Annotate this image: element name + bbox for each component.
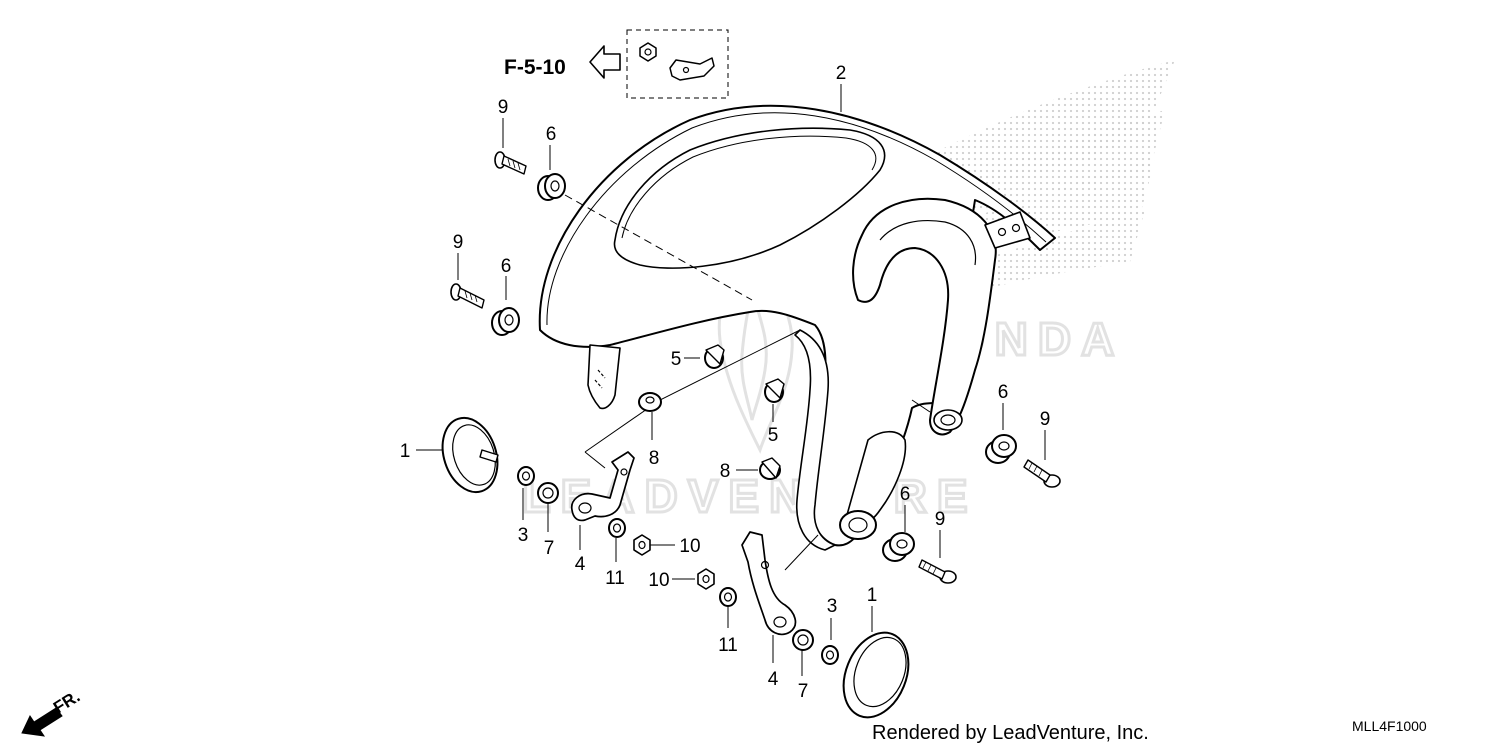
spacer-7-left[interactable] (537, 482, 559, 504)
front-fender[interactable] (538, 104, 1056, 551)
callout-9-right-lower[interactable]: 9 (935, 509, 946, 530)
callout-9-upper-left[interactable]: 9 (498, 97, 509, 118)
callout-8-lower[interactable]: 8 (720, 461, 731, 482)
bolt-9-upper-left[interactable] (494, 151, 527, 175)
callout-11-lower[interactable]: 11 (718, 635, 738, 656)
callout-6-mid-left[interactable]: 6 (501, 256, 512, 277)
callout-4-left[interactable]: 4 (575, 554, 586, 575)
callout-6-right-lower[interactable]: 6 (900, 484, 911, 505)
callout-1-left[interactable]: 1 (400, 441, 411, 462)
reflector-1-left[interactable] (434, 411, 507, 499)
bracket-4-right[interactable] (741, 531, 797, 636)
reference-clip-icon (669, 57, 715, 81)
callout-9-mid-left[interactable]: 9 (453, 232, 464, 253)
bracket-4-left[interactable] (570, 451, 635, 522)
reflector-1-right[interactable] (832, 623, 921, 727)
reference-label[interactable]: F-5-10 (504, 56, 566, 79)
render-credit: Rendered by LeadVenture, Inc. (872, 722, 1149, 744)
nut-10-upper[interactable] (633, 534, 651, 556)
diagram-code: MLL4F1000 (1352, 718, 1427, 734)
callout-3-right[interactable]: 3 (827, 596, 838, 617)
washer-11-upper[interactable] (608, 518, 626, 538)
callout-11-upper[interactable]: 11 (605, 568, 625, 589)
callout-6-right-upper[interactable]: 6 (998, 382, 1009, 403)
bolt-9-right-lower[interactable] (918, 559, 957, 584)
grommet-6-upper-left[interactable] (537, 173, 566, 201)
callout-5-upper[interactable]: 5 (671, 349, 682, 370)
callout-4-right[interactable]: 4 (768, 669, 779, 690)
callout-3-left[interactable]: 3 (518, 525, 529, 546)
washer-8-lower[interactable] (759, 457, 781, 480)
callout-6-upper-left[interactable]: 6 (546, 124, 557, 145)
callout-1-right[interactable]: 1 (867, 585, 878, 606)
collar-5-lower[interactable] (764, 378, 785, 403)
nut-10-lower[interactable] (697, 568, 715, 590)
bolt-9-right-upper[interactable] (1023, 459, 1061, 488)
nut-3-right[interactable] (821, 645, 839, 665)
callout-9-right-upper[interactable]: 9 (1040, 409, 1051, 430)
nut-3-left[interactable] (517, 466, 535, 486)
reference-box (626, 29, 729, 99)
bolt-9-mid-left[interactable] (450, 283, 485, 309)
grommet-6-mid-left[interactable] (491, 307, 520, 336)
arrow-left-outline-icon (589, 45, 621, 79)
callout-5-lower[interactable]: 5 (768, 425, 779, 446)
callout-7-right[interactable]: 7 (798, 681, 809, 702)
front-direction-indicator: FR. (21, 687, 83, 737)
front-direction-arrow-icon (21, 707, 63, 737)
reference-nut-icon (639, 42, 657, 62)
grommet-6-right-upper[interactable] (985, 434, 1017, 464)
callout-10-upper[interactable]: 10 (679, 536, 700, 557)
washer-11-lower[interactable] (719, 587, 737, 607)
collar-5-upper[interactable] (704, 344, 725, 369)
spacer-7-right[interactable] (792, 629, 814, 651)
callout-10-lower[interactable]: 10 (648, 570, 669, 591)
callout-2-fender[interactable]: 2 (836, 63, 847, 84)
reference-group[interactable]: F-5-10 (504, 29, 729, 99)
washer-8-upper[interactable] (638, 392, 662, 412)
callout-7-left[interactable]: 7 (544, 538, 555, 559)
callout-8-upper[interactable]: 8 (649, 448, 660, 469)
grommet-6-right-lower[interactable] (882, 532, 915, 562)
